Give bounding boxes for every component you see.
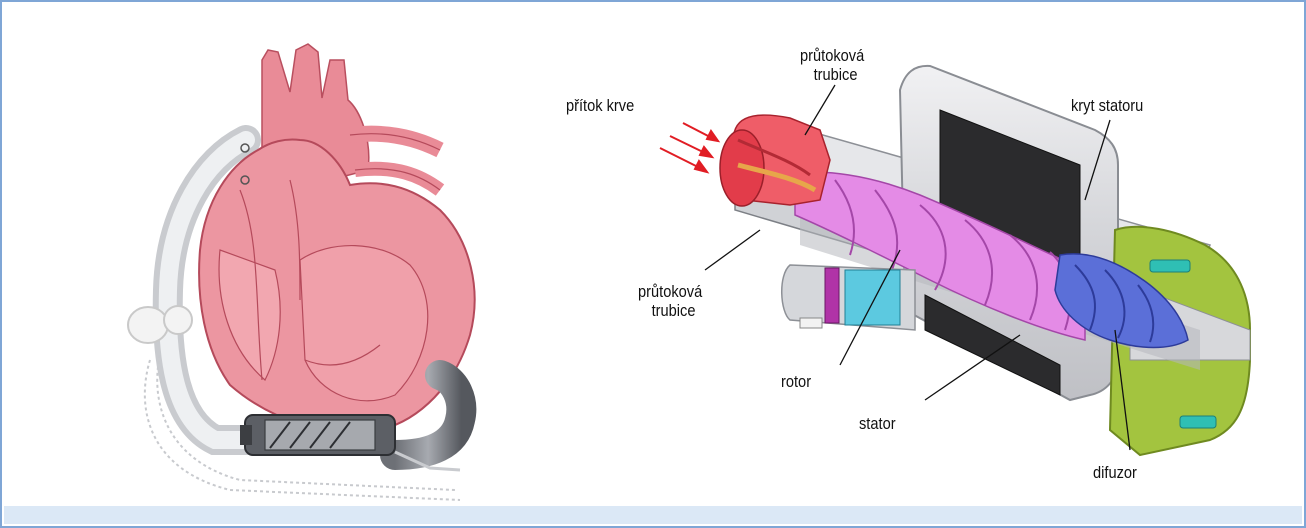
label-flow-tube-top-line2: trubice [800, 65, 864, 84]
label-rotor: rotor [781, 372, 811, 391]
label-stator-housing: kryt statoru [1071, 96, 1143, 115]
heart-illustration [128, 44, 475, 500]
label-flow-tube-bottom: průtoková trubice [638, 282, 702, 320]
inlet-stub [782, 265, 915, 330]
pump-device-small [240, 415, 395, 455]
flow-tube-inlet [720, 115, 830, 206]
inflow-arrows [660, 123, 718, 172]
label-diffuser: difuzor [1093, 463, 1137, 482]
pump-cross-section [660, 66, 1250, 455]
label-blood-inflow: přítok krve [566, 96, 634, 115]
label-flow-tube-bottom-line1: průtoková [638, 282, 702, 301]
label-flow-tube-top: průtoková trubice [800, 46, 864, 84]
connector-bulb [128, 307, 168, 343]
label-flow-tube-top-line1: průtoková [800, 46, 864, 65]
label-flow-tube-bottom-line2: trubice [638, 301, 702, 320]
label-stator: stator [859, 414, 896, 433]
